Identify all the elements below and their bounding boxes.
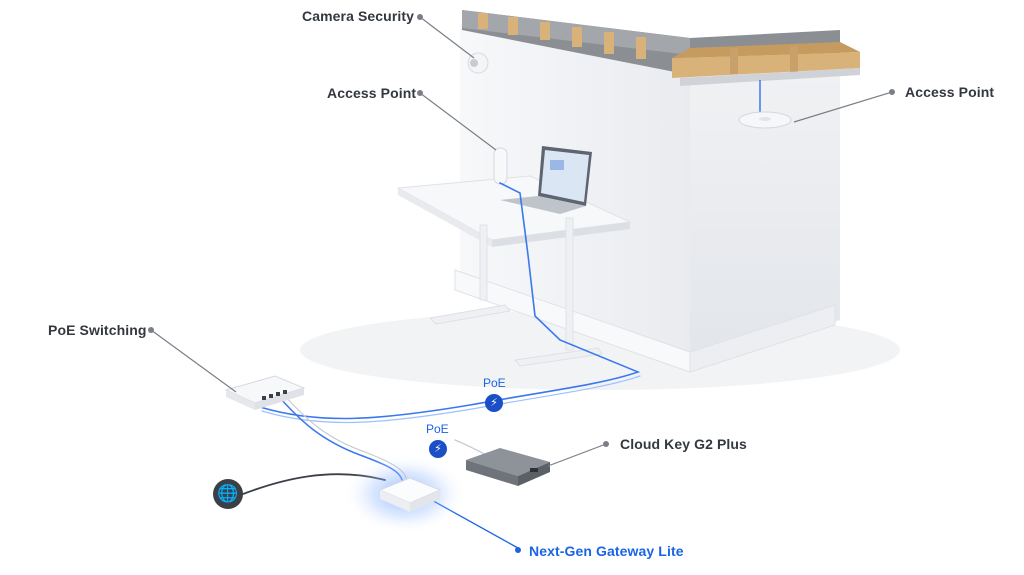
label-poe-switching: PoE Switching: [48, 322, 147, 338]
leader-dots: [148, 14, 895, 553]
cloud-key-device: [466, 448, 550, 486]
gateway-device: [343, 454, 467, 534]
label-access-point-desk: Access Point: [327, 85, 417, 101]
lightning-bolt-icon: ⚡: [485, 394, 503, 412]
label-access-point-ceiling: Access Point: [905, 84, 995, 100]
label-camera-security: Camera Security: [302, 8, 415, 24]
label-cloud-key: Cloud Key G2 Plus: [620, 436, 747, 452]
leader-lines: [150, 16, 893, 467]
desk: [396, 146, 632, 367]
poe-badge-text: PoE: [483, 376, 506, 390]
lightning-bolt-icon: ⚡: [429, 440, 447, 458]
label-gateway: Next-Gen Gateway Lite: [529, 543, 684, 559]
security-camera: [467, 52, 489, 74]
poe-badge-text: PoE: [426, 422, 449, 436]
poe-switch: [224, 375, 306, 410]
ceiling-access-point: [738, 80, 792, 129]
globe-icon: 🌐: [213, 479, 243, 509]
